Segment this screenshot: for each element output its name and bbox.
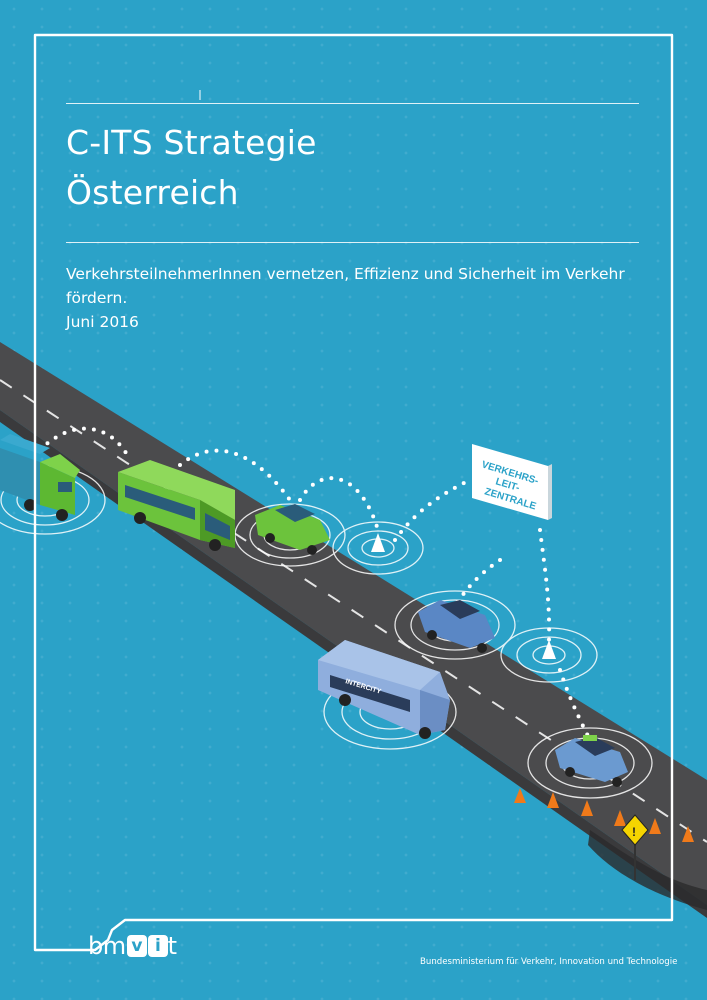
logo-badge-i: i xyxy=(147,935,168,957)
blue-car xyxy=(418,600,495,653)
logo-prefix: bm xyxy=(88,932,126,960)
top-rule xyxy=(66,103,639,104)
logo-suffix: t xyxy=(167,932,177,960)
subtitle-line-1: VerkehrsteilnehmerInnen vernetzen, Effiz… xyxy=(66,265,625,307)
page-title-line-1: C-ITS Strategie xyxy=(66,123,317,162)
ministry-name: Bundesministerium für Verkehr, Innovatio… xyxy=(420,957,678,967)
truck xyxy=(0,434,80,521)
beacons xyxy=(371,533,556,659)
traffic-cones xyxy=(514,788,694,842)
subtitle: VerkehrsteilnehmerInnen vernetzen, Effiz… xyxy=(66,262,666,334)
taxi-car xyxy=(555,735,628,787)
title-rule xyxy=(66,242,639,243)
bmvit-logo: bm v i t xyxy=(88,932,177,960)
green-bus xyxy=(118,460,235,551)
warning-sign: ! xyxy=(621,814,649,880)
road xyxy=(0,342,707,918)
traffic-control-sign: VERKEHRS- LEIT- ZENTRALE xyxy=(472,444,552,520)
cover-frame xyxy=(33,33,674,952)
subtitle-date: Juni 2016 xyxy=(66,313,139,331)
green-car xyxy=(255,504,330,555)
intercity-bus: INTERCITY xyxy=(318,640,450,739)
page-title-line-2: Österreich xyxy=(66,173,239,212)
title-block: C-ITS Strategie Österreich xyxy=(66,118,317,218)
svg-text:!: ! xyxy=(632,825,636,839)
logo-badge-v: v xyxy=(126,935,147,957)
